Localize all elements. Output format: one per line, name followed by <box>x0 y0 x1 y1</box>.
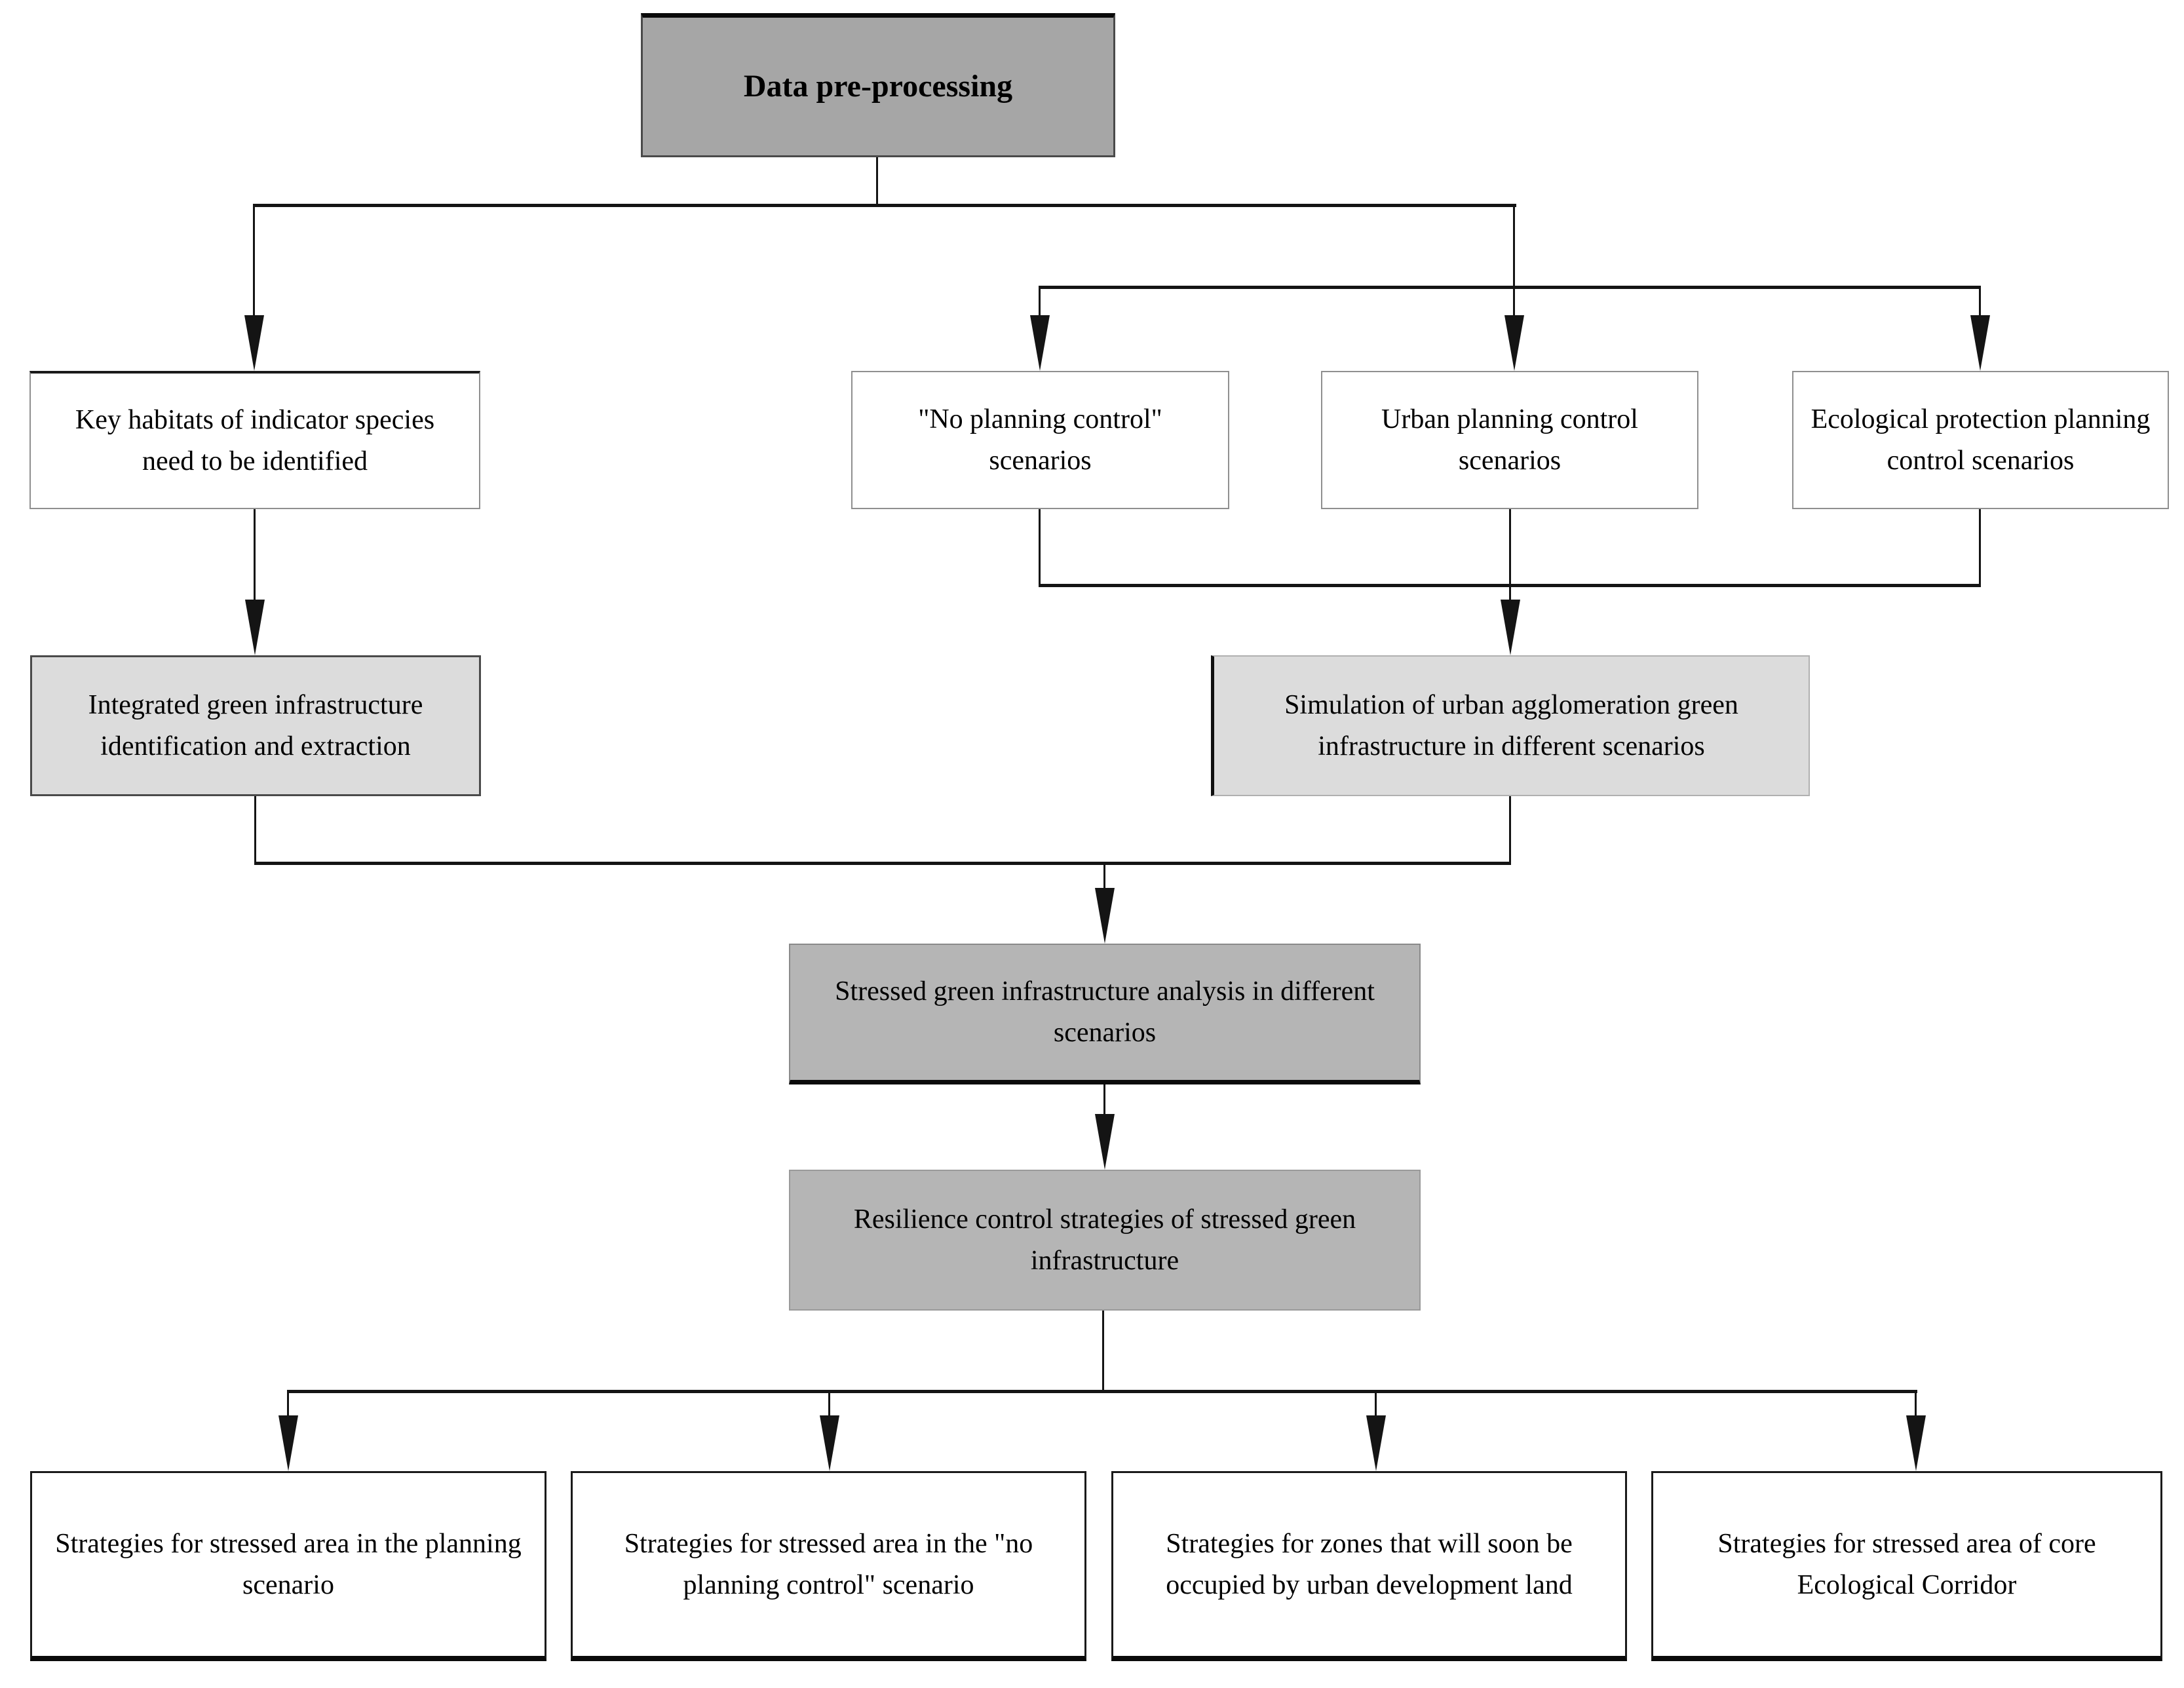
connector-line-vertical <box>254 796 256 864</box>
arrowhead-down-icon <box>1366 1415 1386 1471</box>
connector-line-horizontal <box>1039 286 1981 289</box>
node-stressed-analysis: Stressed green infrastructure analysis i… <box>789 944 1421 1084</box>
connector-line-horizontal <box>253 204 1516 207</box>
node-urban-planning-control-scenarios: Urban planning control scenarios <box>1321 371 1698 509</box>
node-label: Data pre-processing <box>743 69 1013 104</box>
arrowhead-down-icon <box>1504 315 1524 371</box>
arrowhead-down-icon <box>1501 600 1520 655</box>
node-label: Key habitats of indicator species need t… <box>75 404 435 476</box>
arrowhead-down-icon <box>278 1415 298 1471</box>
arrowhead-down-icon <box>1095 888 1115 944</box>
node-label: Strategies for zones that will soon be o… <box>1166 1528 1573 1600</box>
node-ecological-protection-scenarios: Ecological protection planning control s… <box>1792 371 2169 509</box>
connector-line-vertical <box>254 509 256 601</box>
connector-line-vertical <box>1509 796 1511 864</box>
arrowhead-down-icon <box>1030 315 1050 371</box>
connector-line-vertical <box>1039 286 1041 320</box>
arrowhead-down-icon <box>1906 1415 1926 1471</box>
connector-line-vertical <box>876 157 878 206</box>
connector-line-vertical <box>1513 204 1515 289</box>
connector-line-vertical <box>1103 1084 1105 1116</box>
arrowhead-down-icon <box>245 600 265 655</box>
node-strategy-planning-scenario: Strategies for stressed area in the plan… <box>30 1471 546 1661</box>
node-label: Stressed green infrastructure analysis i… <box>835 976 1375 1048</box>
connector-line-vertical <box>828 1390 830 1417</box>
connector-line-vertical <box>1915 1390 1917 1417</box>
node-key-habitats: Key habitats of indicator species need t… <box>29 371 480 509</box>
connector-line-vertical <box>253 204 255 318</box>
connector-line-vertical <box>1513 286 1515 320</box>
node-label: Strategies for stressed area in the "no … <box>624 1528 1033 1600</box>
connector-line-horizontal <box>1039 584 1981 587</box>
arrowhead-down-icon <box>820 1415 839 1471</box>
node-simulation-green-infrastructure: Simulation of urban agglomeration green … <box>1211 655 1810 796</box>
node-resilience-strategies: Resilience control strategies of stresse… <box>789 1170 1421 1311</box>
node-label: Resilience control strategies of stresse… <box>853 1204 1356 1276</box>
connector-line-vertical <box>1509 509 1511 601</box>
arrowhead-down-icon <box>244 315 264 371</box>
connector-line-vertical <box>1979 509 1981 586</box>
node-label: Strategies for stressed area of core Eco… <box>1717 1528 2096 1600</box>
connector-line-vertical <box>1102 1311 1104 1392</box>
node-label: Strategies for stressed area in the plan… <box>55 1528 522 1600</box>
node-data-preprocessing: Data pre-processing <box>641 13 1115 157</box>
connector-line-horizontal <box>254 862 1511 865</box>
node-strategy-no-planning-scenario: Strategies for stressed area in the "no … <box>571 1471 1086 1661</box>
connector-line-vertical <box>1103 862 1105 891</box>
node-integrated-green-infrastructure: Integrated green infrastructure identifi… <box>30 655 481 796</box>
node-strategy-ecological-corridor: Strategies for stressed area of core Eco… <box>1651 1471 2162 1661</box>
node-no-planning-control-scenarios: "No planning control" scenarios <box>851 371 1229 509</box>
connector-line-vertical <box>1375 1390 1377 1417</box>
connector-line-vertical <box>287 1390 289 1417</box>
node-label: Ecological protection planning control s… <box>1810 404 2151 476</box>
node-label: Urban planning control scenarios <box>1381 404 1638 476</box>
connector-line-horizontal <box>287 1390 1917 1393</box>
connector-line-vertical <box>1979 286 1981 320</box>
node-label: Integrated green infrastructure identifi… <box>88 689 423 761</box>
arrowhead-down-icon <box>1095 1114 1115 1170</box>
node-strategy-zones-urban-land: Strategies for zones that will soon be o… <box>1111 1471 1627 1661</box>
arrowhead-down-icon <box>1970 315 1990 371</box>
node-label: "No planning control" scenarios <box>918 404 1162 476</box>
node-label: Simulation of urban agglomeration green … <box>1284 689 1738 761</box>
connector-line-vertical <box>1039 509 1041 586</box>
